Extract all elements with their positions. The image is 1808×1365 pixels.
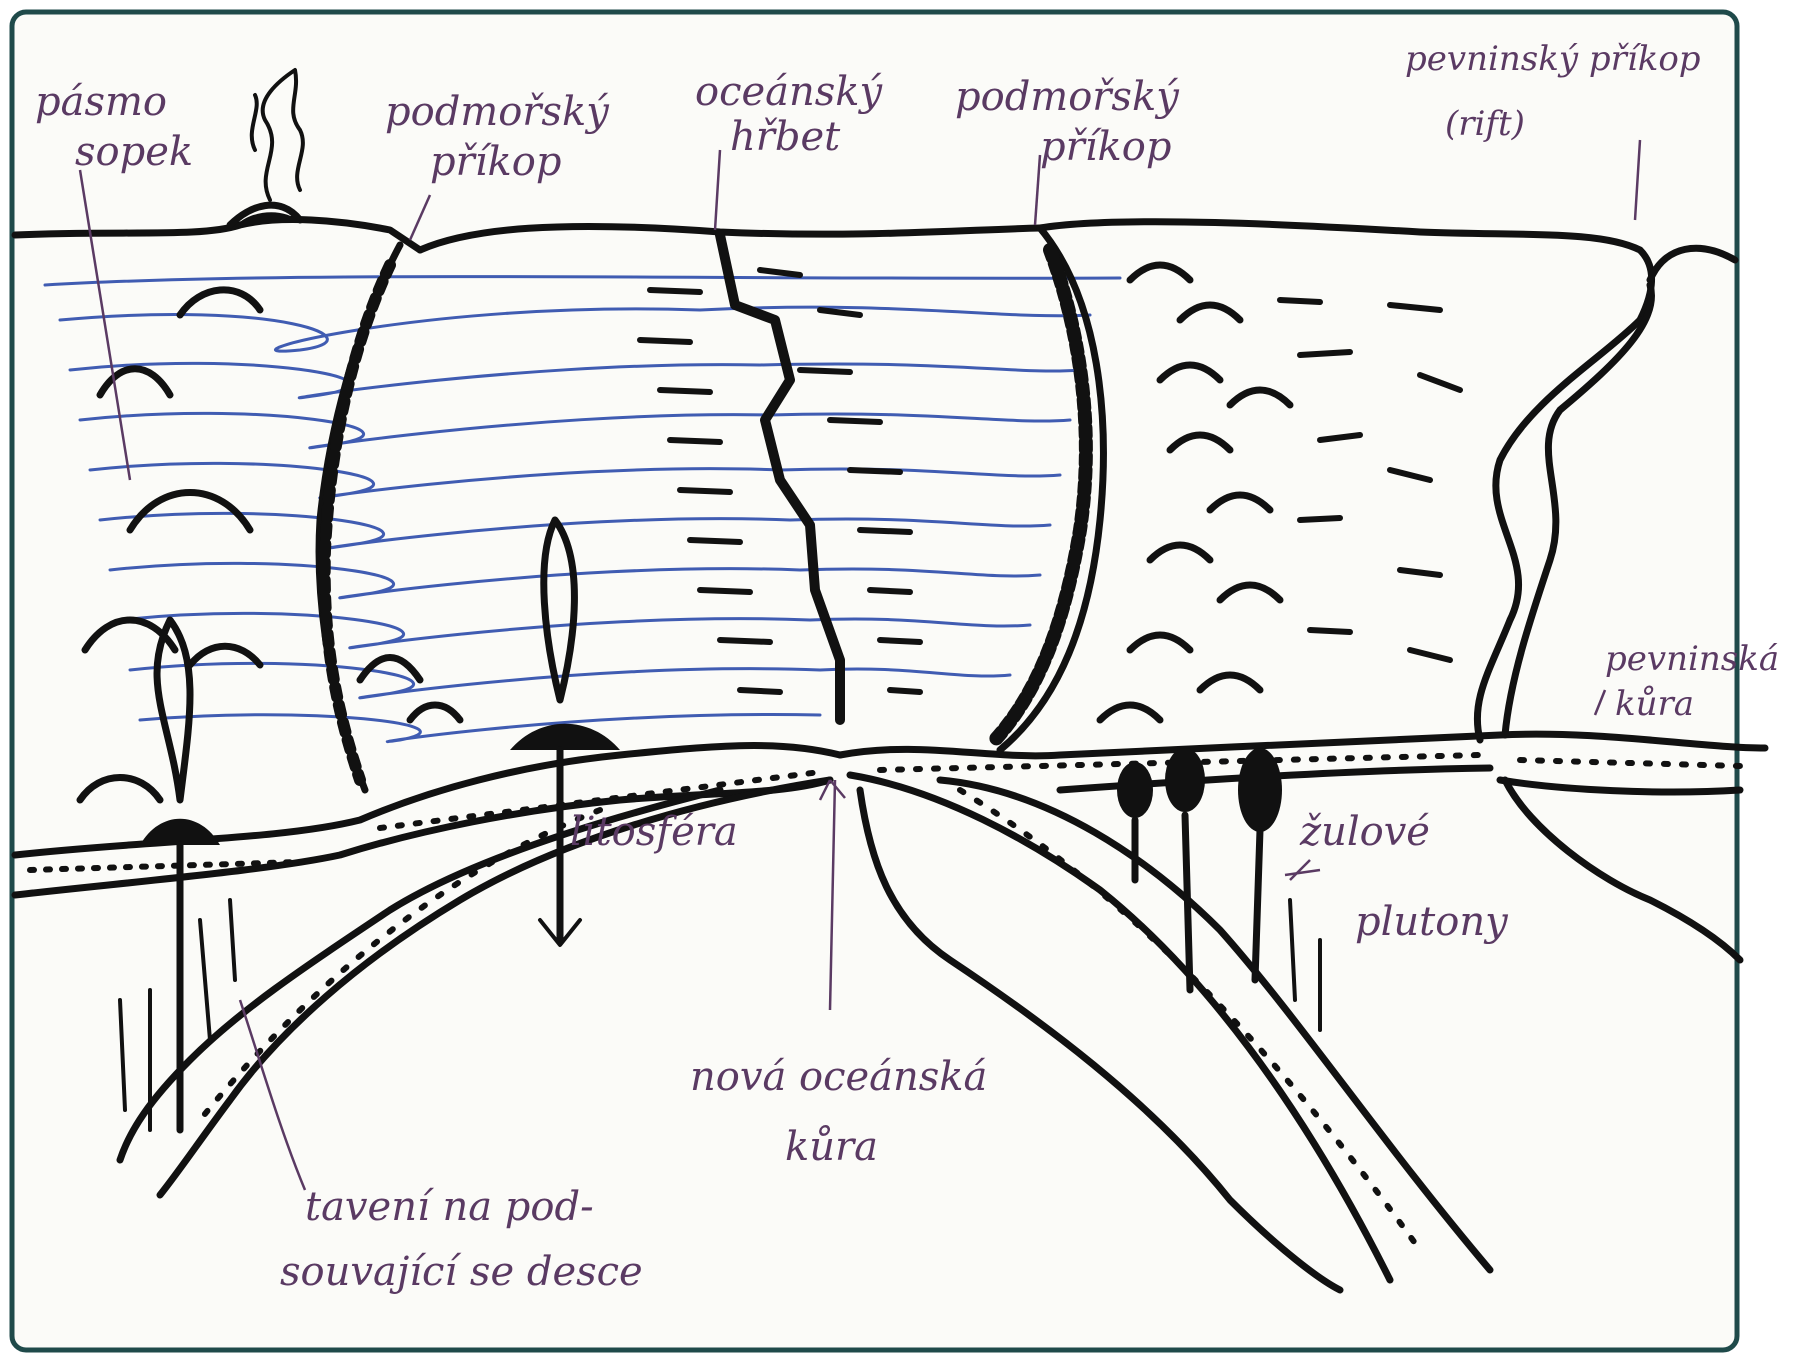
label-lithosphere: litosféra [570, 809, 738, 855]
label-continental-crust-line1: pevninská [1605, 639, 1779, 679]
label-rift-line1: pevninský příkop [1405, 39, 1701, 79]
label-rift-line2: (rift) [1445, 104, 1525, 144]
label-left-trench-line1: podmořský [385, 89, 610, 135]
label-right-trench-line1: podmořský [955, 74, 1180, 120]
label-volcano-belt-line1: pásmo [35, 79, 167, 125]
label-ridge-line2: hřbet [730, 114, 841, 160]
label-plutons-line1: žulové [1299, 809, 1430, 855]
label-new-crust-line1: nová oceánská [690, 1054, 987, 1100]
label-right-trench-line2: příkop [1040, 124, 1171, 170]
label-volcano-belt-line2: sopek [75, 129, 193, 175]
label-melting-line2: souvající se desce [280, 1249, 643, 1295]
label-plutons-line2: plutony [1355, 899, 1509, 945]
label-melting-line1: tavení na pod- [305, 1184, 594, 1230]
label-left-trench-line2: příkop [430, 139, 561, 185]
label-ridge-line1: oceánský [695, 69, 884, 115]
label-continental-crust-line2: kůra [1615, 684, 1694, 724]
label-new-crust-line2: kůra [785, 1124, 878, 1170]
